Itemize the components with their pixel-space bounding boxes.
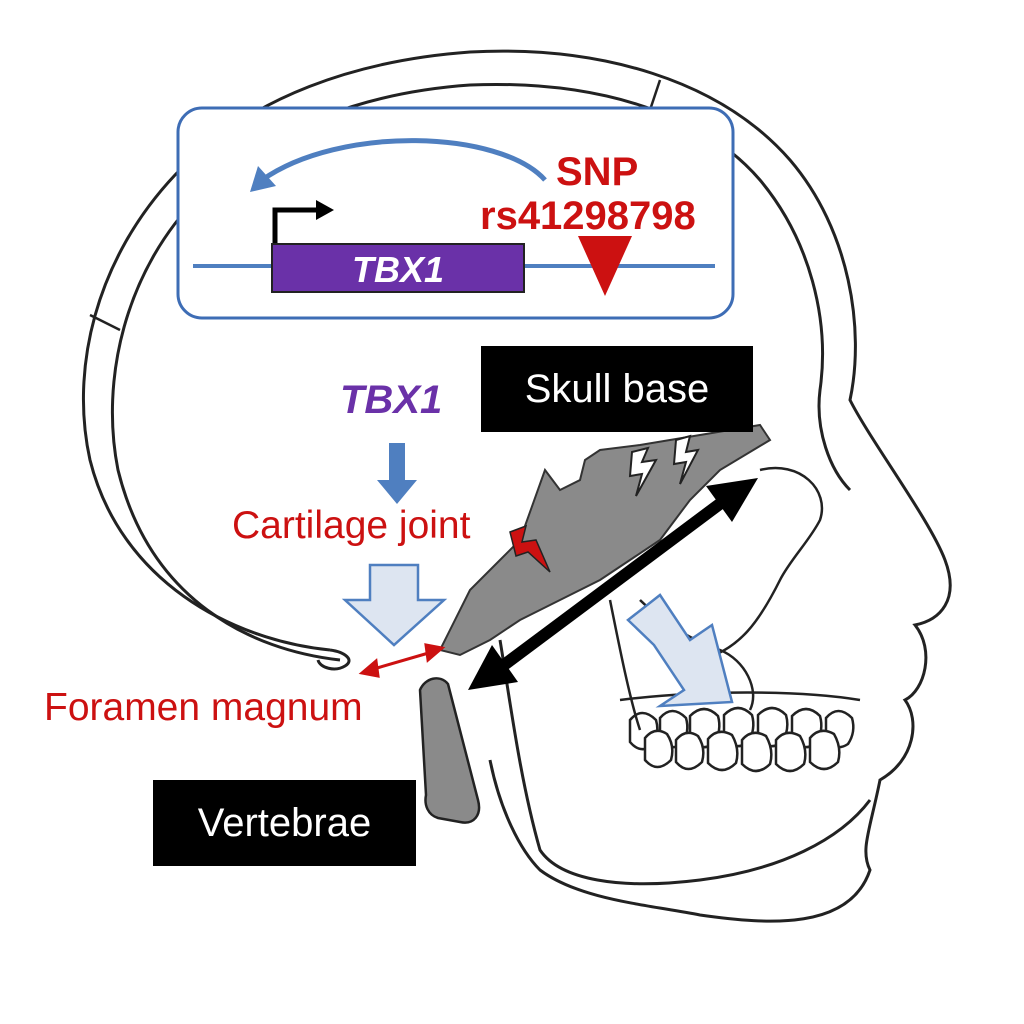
regulation-arc-head [250, 166, 276, 192]
foramen-width-arrow [358, 643, 446, 678]
regulation-arc-arrow [260, 138, 547, 183]
pathway-arrow-large [341, 563, 448, 647]
mandible-ramus [608, 599, 642, 731]
vertebrae-shape [418, 677, 481, 824]
skull-inner-outline [110, 83, 852, 662]
cartilage-joint-label: Cartilage joint [232, 504, 471, 547]
skull-base-label: Skull base [481, 346, 753, 432]
lightning-icon-red [509, 524, 551, 573]
suture-line [89, 313, 121, 332]
tbx1-gene-box [271, 243, 525, 293]
promoter-arrow-head [316, 200, 334, 220]
tbx1-pathway-label: TBX1 [340, 378, 443, 422]
mandible-outline [498, 639, 872, 886]
lower-teeth [643, 729, 841, 773]
maxilla-outline [619, 691, 861, 702]
snp-marker [578, 236, 632, 296]
skull-base-shape [438, 423, 772, 657]
occipital-edge [316, 648, 351, 671]
suture-line [648, 79, 662, 111]
tbx1-gene-label: TBX1 [352, 249, 444, 290]
snp-title: SNP [556, 150, 639, 194]
lightning-icon-white [628, 434, 700, 497]
skull-base-length-arrow [468, 478, 758, 690]
skull-outer-outline [81, 49, 952, 923]
vertebrae-label: Vertebrae [153, 780, 416, 866]
orbit-outline [699, 466, 824, 662]
promoter-arrow [272, 207, 318, 250]
jaw-shift-arrow [626, 593, 734, 708]
pathway-arrow-small [377, 443, 417, 504]
foramen-magnum-label: Foramen magnum [44, 686, 363, 729]
snp-id: rs41298798 [480, 194, 696, 238]
